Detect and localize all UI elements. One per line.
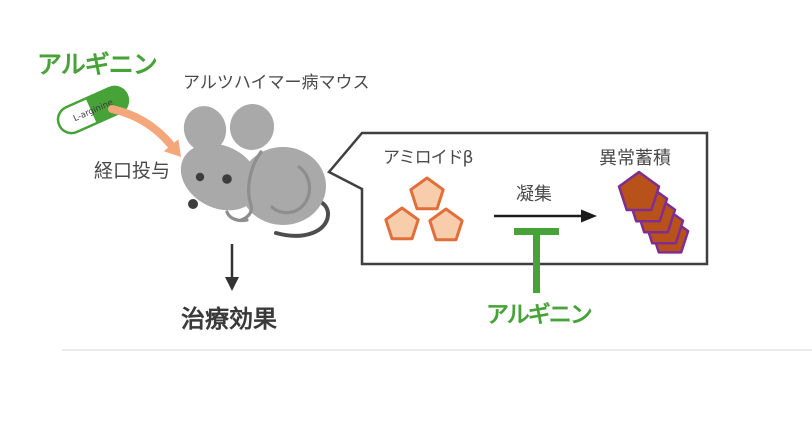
abnormal-accumulation-label: 異常蓄積 [599, 148, 671, 169]
mouse-head [180, 143, 260, 211]
mouse-foot-gap [246, 216, 258, 230]
amyloid-monomers [384, 176, 464, 242]
mouse-body-lines [225, 150, 312, 223]
treatment-effect-label: 治療効果 [181, 305, 277, 333]
amyloid-pentagon [428, 207, 464, 242]
aggregation-label: 凝集 [516, 184, 552, 205]
mouse-left-ear [183, 106, 227, 152]
oral-administration-label: 経口投与 [94, 160, 171, 182]
amyloid-pentagon [409, 176, 445, 211]
aggregate-stack [617, 170, 690, 254]
alzheimer-mouse-label: アルツハイマー病マウス [183, 73, 370, 93]
inhibition-tee-icon [514, 228, 559, 293]
speech-bubble [327, 131, 709, 266]
mouse-right-eye [222, 174, 232, 184]
aggregation-arrow [494, 209, 597, 223]
treatment-arrowhead [225, 277, 239, 291]
capsule-icon: L-arginine [56, 85, 130, 135]
amyloid-beta-label: アミロイドβ [383, 148, 474, 168]
mouse-illustration [180, 104, 330, 238]
amyloid-pentagon [384, 206, 420, 241]
aggregate-pentagon [617, 170, 661, 212]
arginine-top-label: アルギニン [37, 50, 158, 79]
capsule-cap [85, 86, 128, 124]
treatment-effect-arrow [225, 244, 239, 291]
arginine-inhibitor-label: アルギニン [486, 302, 593, 328]
oral-arrowhead [163, 139, 181, 157]
aggregation-arrowhead [581, 209, 597, 223]
oral-administration-arrow [108, 105, 181, 157]
mouse-nose [188, 199, 198, 209]
mouse-left-eye [195, 172, 205, 182]
mouse-foot-gap [216, 215, 224, 229]
mouse-right-ear [229, 104, 275, 150]
